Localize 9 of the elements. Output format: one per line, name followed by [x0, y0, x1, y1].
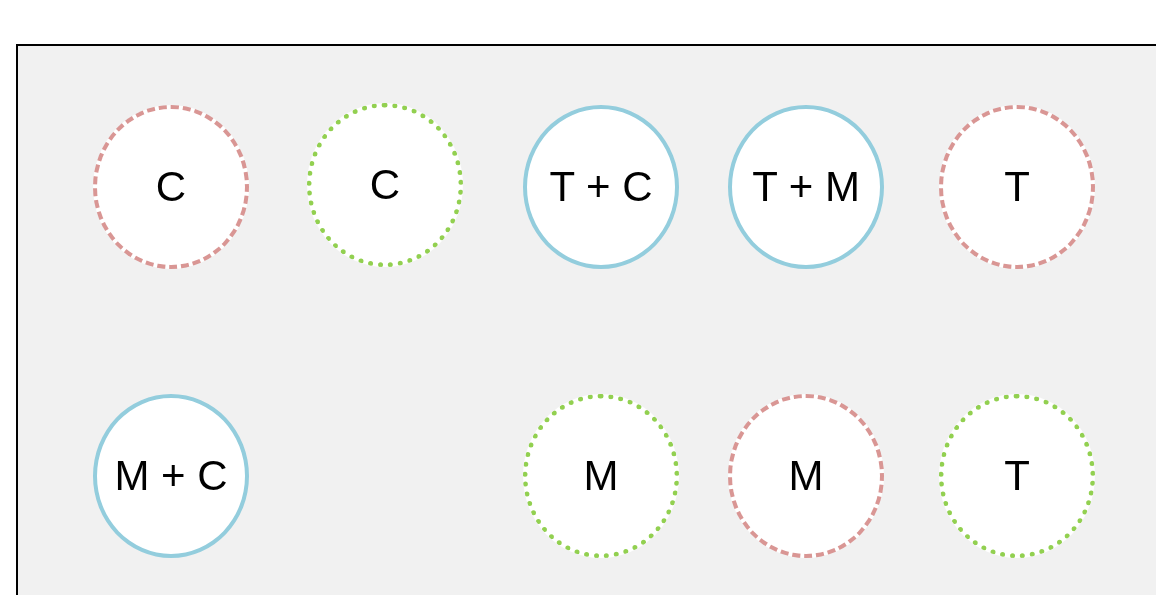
node-label: T + C [549, 163, 653, 211]
node-label: C [369, 161, 401, 209]
node-label: M + C [114, 452, 228, 500]
node-label: C [155, 163, 187, 211]
node-label: M [583, 452, 619, 500]
node-label: M [788, 452, 824, 500]
node-label: T [1004, 452, 1030, 500]
node-label: T + M [752, 163, 860, 211]
node-label: T [1004, 163, 1030, 211]
